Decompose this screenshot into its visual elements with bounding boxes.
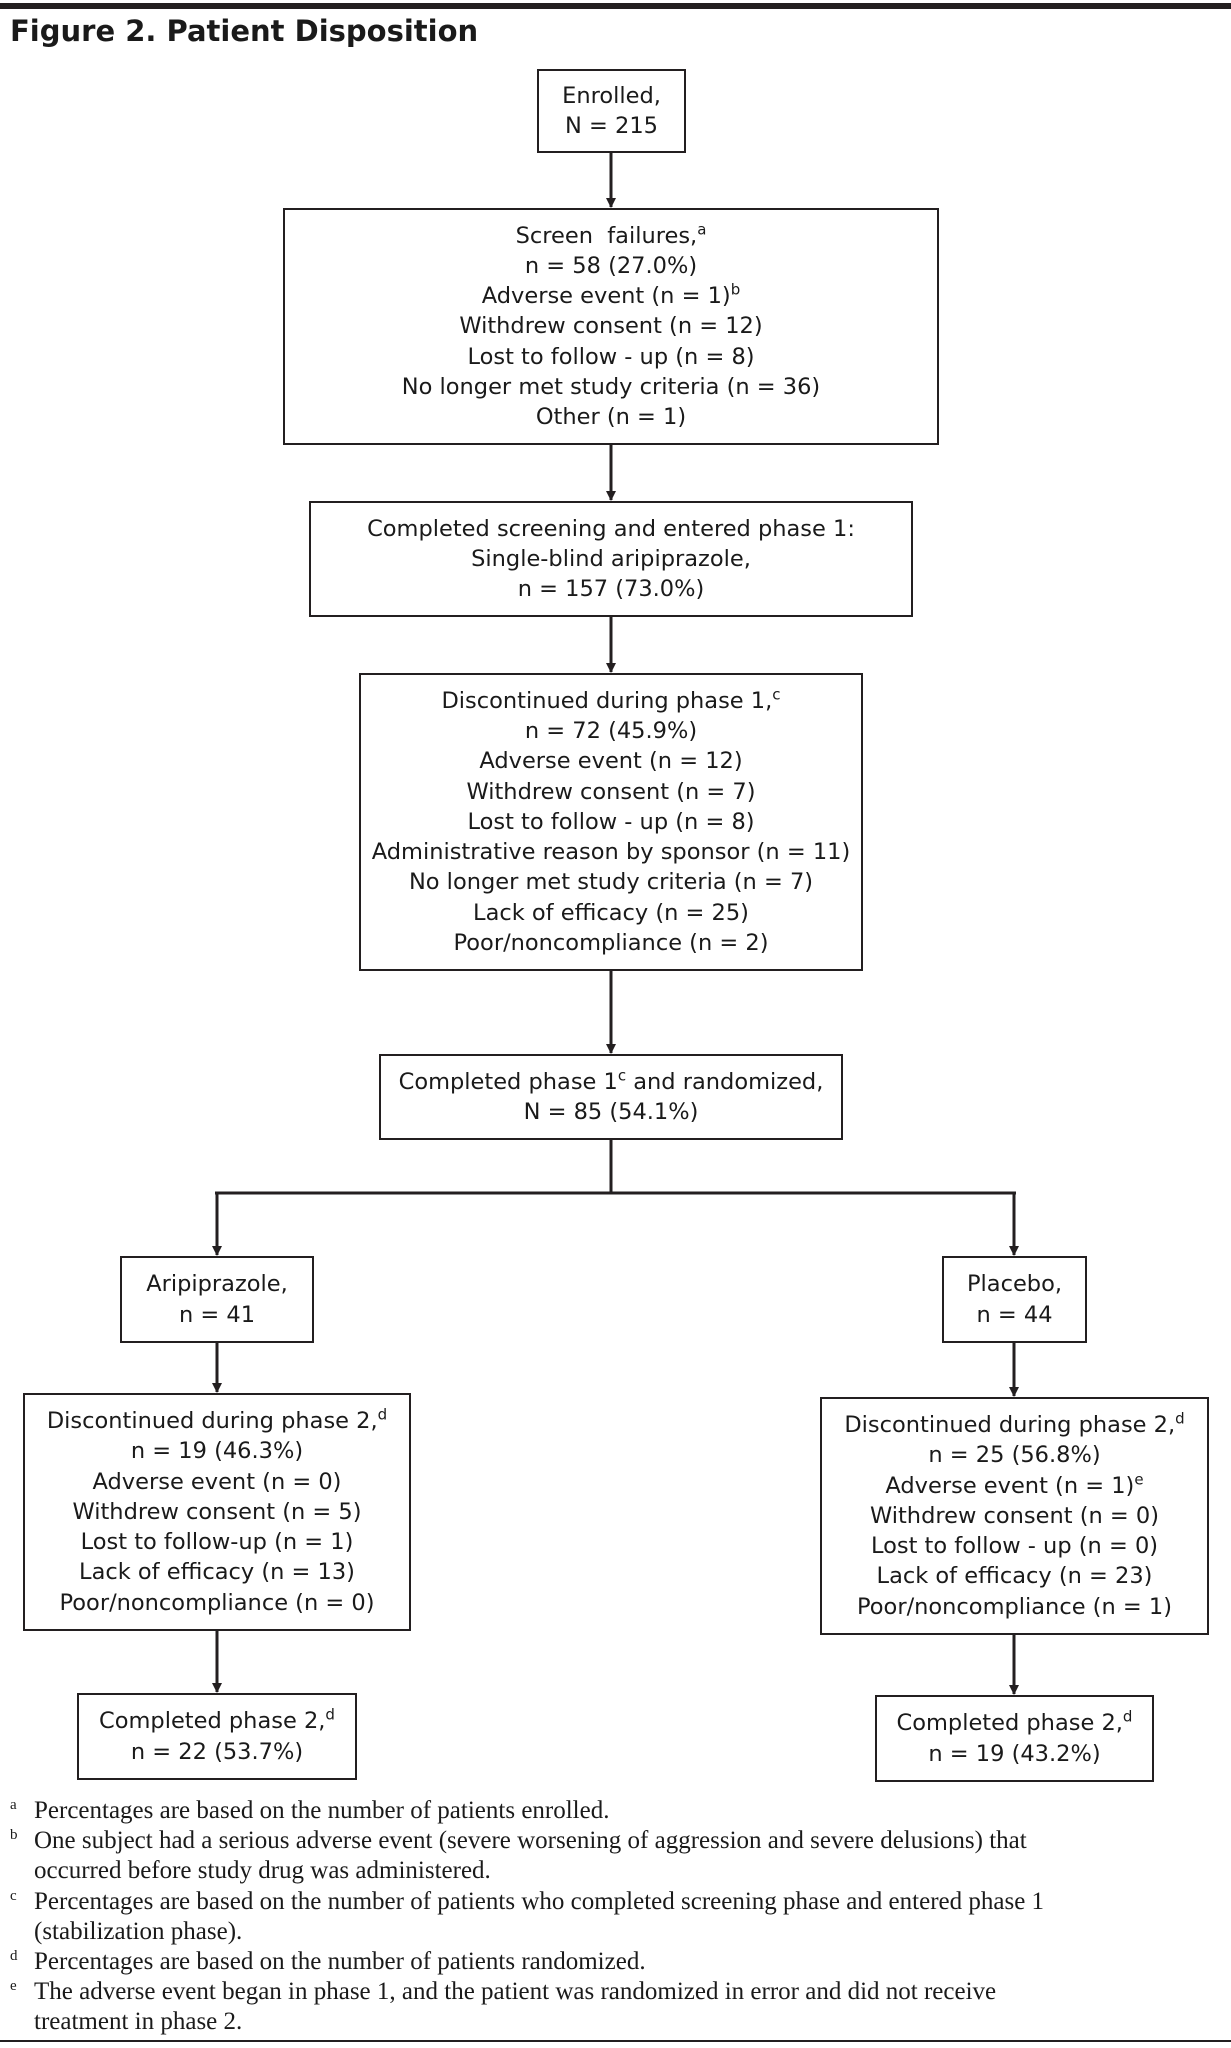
phase1-discontinued-box: Discontinued during phase 1,c n = 72 (45… bbox=[359, 673, 863, 971]
phase1-discontinued-reason: Withdrew consent (n = 7) bbox=[466, 778, 756, 805]
footnote-mark: d bbox=[1175, 1409, 1185, 1428]
footnote-text: occurred before study drug was administe… bbox=[34, 1857, 491, 1885]
phase1-entered-count: n = 157 (73.0%) bbox=[517, 576, 705, 603]
aripiprazole-label: Aripiprazole, bbox=[146, 1271, 288, 1298]
footnote-marker: a bbox=[10, 1797, 17, 1813]
enrolled-box: Enrolled, N = 215 bbox=[537, 69, 686, 153]
placebo-completed-count: n = 19 (43.2%) bbox=[928, 1740, 1101, 1767]
figure-title: Figure 2. Patient Disposition bbox=[10, 14, 479, 48]
screen-failures-title: Screen failures,a bbox=[515, 220, 707, 249]
footnote-mark: e bbox=[1134, 1470, 1144, 1489]
footnote-d: d Percentages are based on the number of… bbox=[10, 1947, 1220, 1977]
footnote-marker: d bbox=[10, 1948, 18, 1965]
phase1-discontinued-title: Discontinued during phase 1,c bbox=[441, 685, 781, 715]
randomized-count: N = 85 (54.1%) bbox=[523, 1099, 699, 1125]
footnote-mark: d bbox=[1122, 1707, 1133, 1726]
arip-discontinued-reason: Lost to follow-up (n = 1) bbox=[80, 1529, 354, 1556]
phase1-entered-title: Completed screening and entered phase 1: bbox=[367, 515, 855, 542]
footnote-mark: b bbox=[730, 280, 741, 299]
arip-discontinued-reason: Adverse event (n = 0) bbox=[92, 1468, 342, 1495]
arip-discontinued-reason: Poor/noncompliance (n = 0) bbox=[59, 1589, 375, 1616]
aripiprazole-discontinued-box: Discontinued during phase 2,d n = 19 (46… bbox=[23, 1393, 411, 1631]
footnote-text: Percentages are based on the number of p… bbox=[34, 1948, 646, 1976]
footnote-marker: b bbox=[10, 1827, 18, 1844]
arip-completed-title: Completed phase 2,d bbox=[99, 1705, 335, 1735]
footnote-text: treatment in phase 2. bbox=[34, 2008, 243, 2036]
randomized-box: Completed phase 1c and randomized, N = 8… bbox=[379, 1054, 843, 1140]
footnote-mark: a bbox=[697, 220, 707, 239]
placebo-count: n = 44 bbox=[976, 1301, 1053, 1328]
arip-discontinued-title: Discontinued during phase 2,d bbox=[46, 1405, 388, 1435]
top-rule bbox=[0, 3, 1231, 9]
placebo-completed-box: Completed phase 2,d n = 19 (43.2%) bbox=[875, 1695, 1154, 1782]
enrolled-label: Enrolled, bbox=[562, 82, 661, 109]
placebo-label: Placebo, bbox=[966, 1271, 1063, 1298]
screen-failures-count: n = 58 (27.0%) bbox=[524, 252, 698, 279]
placebo-discontinued-adverse-event: Adverse event (n = 1)e bbox=[885, 1470, 1144, 1499]
footnote-text: Percentages are based on the number of p… bbox=[34, 1887, 1045, 1915]
footnote-mark: c bbox=[772, 685, 781, 704]
screen-failures-reason: Other (n = 1) bbox=[535, 404, 687, 430]
phase1-discontinued-reason: Lost to follow - up (n = 8) bbox=[467, 808, 755, 835]
footnote-text: One subject had a serious adverse event … bbox=[34, 1827, 1027, 1855]
phase1-discontinued-reason: Poor/noncompliance (n = 2) bbox=[453, 929, 769, 956]
footnote-text: The adverse event began in phase 1, and … bbox=[34, 1978, 997, 2006]
footnote-mark: c bbox=[617, 1066, 627, 1085]
screen-failures-adverse-event: Adverse event (n = 1)b bbox=[481, 280, 741, 310]
placebo-discontinued-count: n = 25 (56.8%) bbox=[928, 1442, 1101, 1469]
footnote-marker: e bbox=[10, 1978, 17, 1995]
arip-discontinued-count: n = 19 (46.3%) bbox=[130, 1438, 304, 1465]
aripiprazole-box: Aripiprazole, n = 41 bbox=[120, 1256, 314, 1343]
footnote-mark: d bbox=[377, 1405, 388, 1424]
screen-failures-reason: No longer met study criteria (n = 36) bbox=[401, 373, 821, 400]
footnote-marker: c bbox=[10, 1887, 17, 1904]
bottom-rule bbox=[0, 2040, 1231, 2042]
footnote-b: b One subject had a serious adverse even… bbox=[10, 1826, 1220, 1886]
phase1-entered-box: Completed screening and entered phase 1:… bbox=[309, 501, 913, 617]
placebo-completed-title: Completed phase 2,d bbox=[896, 1707, 1133, 1737]
screen-failures-reason: Lost to follow - up (n = 8) bbox=[467, 343, 755, 370]
footnote-e: e The adverse event began in phase 1, an… bbox=[10, 1977, 1220, 2037]
arip-completed-count: n = 22 (53.7%) bbox=[130, 1738, 304, 1765]
footnote-a: a Percentages are based on the number of… bbox=[10, 1796, 1220, 1826]
arip-discontinued-reason: Lack of efficacy (n = 13) bbox=[79, 1559, 355, 1586]
randomized-title: Completed phase 1c and randomized, bbox=[398, 1066, 824, 1095]
arip-discontinued-reason: Withdrew consent (n = 5) bbox=[72, 1498, 362, 1525]
placebo-discontinued-title: Discontinued during phase 2,d bbox=[844, 1409, 1185, 1439]
phase1-discontinued-reason: Adverse event (n = 12) bbox=[479, 748, 743, 775]
placebo-discontinued-box: Discontinued during phase 2,d n = 25 (56… bbox=[820, 1397, 1209, 1635]
phase1-discontinued-count: n = 72 (45.9%) bbox=[524, 718, 698, 745]
screen-failures-reason: Withdrew consent (n = 12) bbox=[459, 313, 763, 340]
placebo-discontinued-reason: Withdrew consent (n = 0) bbox=[869, 1502, 1159, 1529]
placebo-discontinued-reason: Lack of efficacy (n = 23) bbox=[876, 1563, 1153, 1590]
footnote-c: c Percentages are based on the number of… bbox=[10, 1887, 1220, 1947]
phase1-discontinued-reason: Administrative reason by sponsor (n = 11… bbox=[371, 839, 851, 866]
placebo-box: Placebo, n = 44 bbox=[942, 1256, 1087, 1343]
phase1-entered-treatment: Single-blind aripiprazole, bbox=[471, 545, 751, 572]
placebo-discontinued-reason: Lost to follow - up (n = 0) bbox=[870, 1533, 1159, 1560]
screen-failures-box: Screen failures,a n = 58 (27.0%) Adverse… bbox=[283, 208, 939, 445]
phase1-discontinued-reason: No longer met study criteria (n = 7) bbox=[408, 869, 814, 896]
placebo-discontinued-reason: Poor/noncompliance (n = 1) bbox=[857, 1593, 1172, 1620]
aripiprazole-count: n = 41 bbox=[178, 1301, 256, 1328]
footnote-mark: d bbox=[325, 1705, 335, 1724]
footnote-text: (stabilization phase). bbox=[34, 1917, 243, 1945]
enrolled-count: N = 215 bbox=[565, 113, 658, 139]
footnote-text: Percentages are based on the number of p… bbox=[34, 1797, 610, 1824]
aripiprazole-completed-box: Completed phase 2,d n = 22 (53.7%) bbox=[77, 1693, 357, 1780]
footnotes: a Percentages are based on the number of… bbox=[10, 1796, 1220, 2038]
phase1-discontinued-reason: Lack of efficacy (n = 25) bbox=[473, 899, 749, 926]
